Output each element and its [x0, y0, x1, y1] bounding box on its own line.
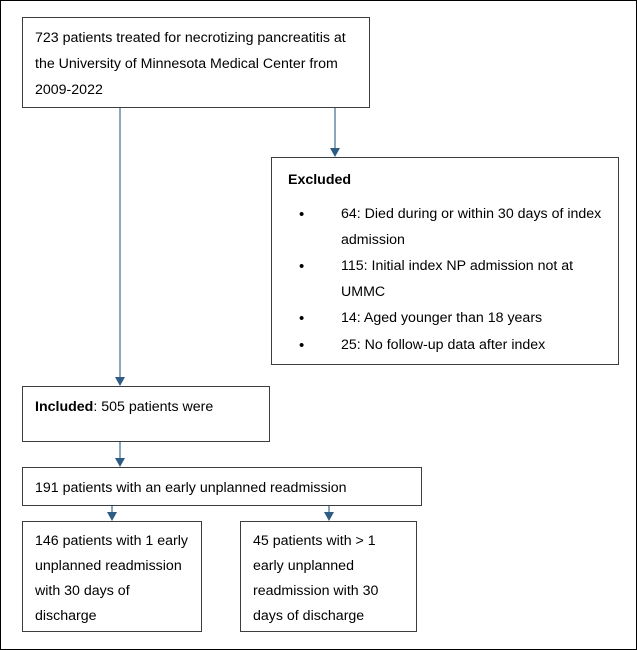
node-included: Included: 505 patients were — [22, 386, 270, 442]
list-item: • 14: Aged younger than 18 years — [286, 306, 606, 332]
node-cohort: 723 patients treated for necrotizing pan… — [22, 17, 370, 108]
node-excluded: Excluded • 64: Died during or within 30 … — [271, 157, 619, 365]
list-item-text: 14: Aged younger than 18 years — [341, 310, 543, 326]
connector-cohort-to-excluded-arrowhead — [329, 148, 340, 157]
list-item: • 64: Died during or within 30 days of i… — [286, 202, 606, 253]
bullet-icon: • — [299, 206, 305, 223]
node-included-separator: : — [93, 399, 102, 415]
node-excluded-title: Excluded — [288, 172, 352, 188]
list-item: • 115: Initial index NP admission not at… — [286, 254, 606, 305]
connector-readmission-to-multiple-arrowhead — [323, 512, 334, 521]
node-included-label: Included — [35, 399, 94, 415]
node-cohort-text: 723 patients treated for necrotizing pan… — [35, 30, 346, 98]
bullet-icon: • — [299, 310, 305, 327]
node-readmission-text: 191 patients with an early unplanned rea… — [35, 480, 347, 496]
connector-cohort-to-included-arrowhead — [114, 377, 125, 386]
connector-cohort-to-excluded-line — [334, 108, 336, 150]
bullet-icon: • — [299, 336, 305, 354]
list-item: • 25: No follow-up data after index — [286, 333, 606, 359]
node-single-readmission-text: 146 patients with 1 early unplanned read… — [35, 533, 189, 624]
connector-cohort-to-included-line — [119, 108, 121, 379]
list-item-text: 64: Died during or within 30 days of ind… — [341, 206, 602, 248]
list-item-text: 115: Initial index NP admission not at U… — [341, 258, 574, 300]
node-included-text: 505 patients were — [101, 399, 214, 415]
list-item-text: 25: No follow-up data after index — [341, 336, 546, 353]
node-excluded-list: • 64: Died during or within 30 days of i… — [286, 202, 606, 358]
node-single-readmission: 146 patients with 1 early unplanned read… — [22, 521, 202, 632]
connector-included-to-readmission-line — [119, 442, 121, 460]
node-multiple-readmission-text: 45 patients with > 1 early unplanned rea… — [253, 533, 379, 624]
node-multiple-readmission: 45 patients with > 1 early unplanned rea… — [240, 521, 417, 632]
connector-included-to-readmission-arrowhead — [114, 458, 125, 467]
node-readmission: 191 patients with an early unplanned rea… — [22, 467, 422, 506]
bullet-icon: • — [299, 258, 305, 275]
connector-readmission-to-single-arrowhead — [106, 512, 117, 521]
